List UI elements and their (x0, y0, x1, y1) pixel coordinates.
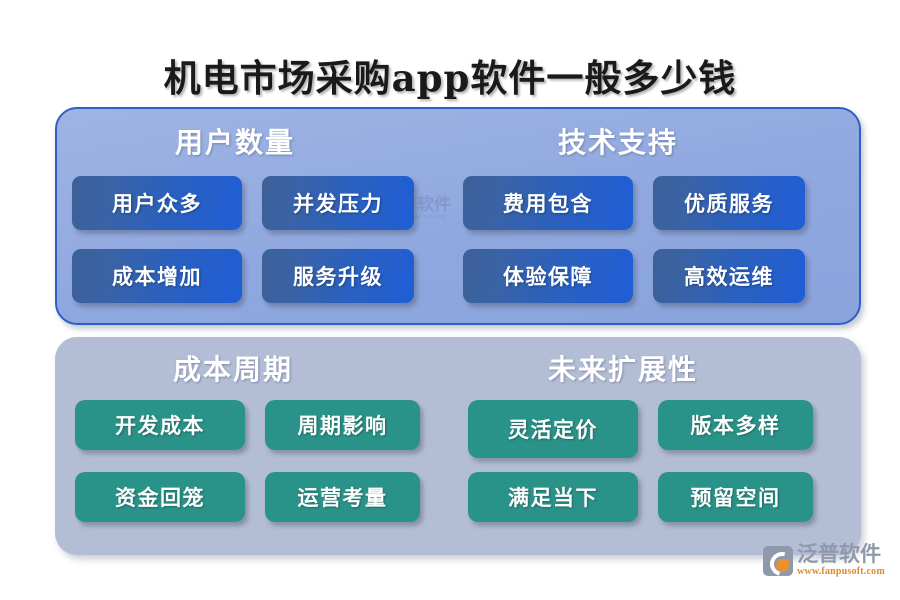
card-fee-included[interactable]: 费用包含 (463, 176, 633, 230)
card-service-upgrade[interactable]: 服务升级 (262, 249, 414, 303)
brand-logo[interactable]: 泛普软件 www.fanpusoft.com (763, 544, 885, 577)
brand-text: 泛普软件 www.fanpusoft.com (797, 544, 885, 577)
card-efficient-ops[interactable]: 高效运维 (653, 249, 805, 303)
section-heading-future-scalability: 未来扩展性 (548, 353, 699, 386)
card-flexible-pricing[interactable]: 灵活定价 (468, 400, 638, 458)
card-cost-increase[interactable]: 成本增加 (72, 249, 242, 303)
card-reserve-space[interactable]: 预留空间 (658, 472, 813, 522)
card-version-variety[interactable]: 版本多样 (658, 400, 813, 450)
card-cycle-impact[interactable]: 周期影响 (265, 400, 420, 450)
card-user-many[interactable]: 用户众多 (72, 176, 242, 230)
card-meet-present[interactable]: 满足当下 (468, 472, 638, 522)
brand-url: www.fanpusoft.com (797, 566, 885, 577)
card-experience-guarantee[interactable]: 体验保障 (463, 249, 633, 303)
section-heading-cost-cycle: 成本周期 (173, 353, 294, 386)
card-capital-return[interactable]: 资金回笼 (75, 472, 245, 522)
card-operation-consideration[interactable]: 运营考量 (265, 472, 420, 522)
card-quality-service[interactable]: 优质服务 (653, 176, 805, 230)
brand-name: 泛普软件 (797, 542, 881, 566)
section-heading-tech-support: 技术支持 (558, 126, 679, 159)
section-heading-user-count: 用户数量 (175, 126, 296, 159)
page-title: 机电市场采购app软件一般多少钱 (163, 56, 737, 100)
card-concurrency[interactable]: 并发压力 (262, 176, 414, 230)
fanpu-logo-icon (763, 546, 793, 576)
card-dev-cost[interactable]: 开发成本 (75, 400, 245, 450)
